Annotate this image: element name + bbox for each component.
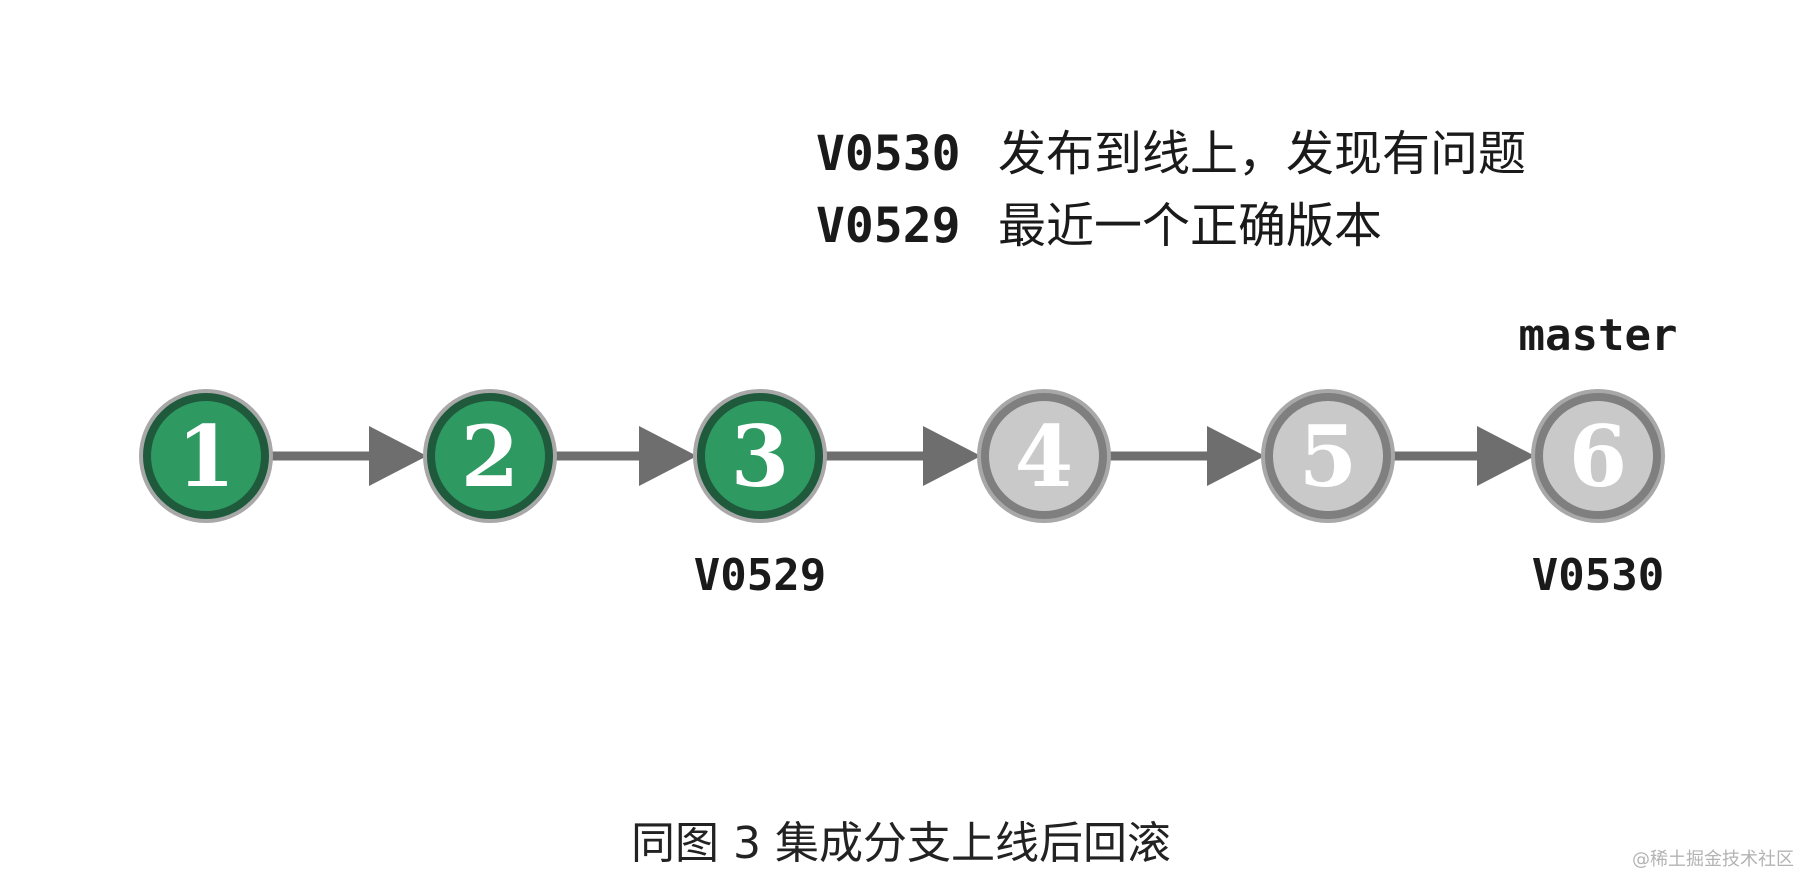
branch-label-master: master xyxy=(1519,310,1678,361)
arrow-3-to-4 xyxy=(823,426,981,486)
commit-circle xyxy=(697,393,823,519)
commit-circle xyxy=(1535,393,1661,519)
commit-circle xyxy=(981,393,1107,519)
commit-nodes: 1 2 3 4 5 6 xyxy=(139,389,1665,523)
arrow-head xyxy=(1477,426,1535,486)
commit-label: 1 xyxy=(177,407,235,506)
arrow-2-to-3 xyxy=(553,426,697,486)
arrow-head xyxy=(369,426,427,486)
arrow-1-to-2 xyxy=(269,426,427,486)
commit-circle xyxy=(143,393,269,519)
arrow-head xyxy=(1207,426,1265,486)
legend-tag-v0529: V0529 xyxy=(816,198,961,254)
arrow-head xyxy=(923,426,981,486)
commit-node-6: 6 xyxy=(1531,389,1665,523)
version-tag-v0530: V0530 xyxy=(1532,550,1664,601)
commit-node-5: 5 xyxy=(1261,389,1395,523)
commit-circle xyxy=(427,393,553,519)
commit-node-4: 4 xyxy=(977,389,1111,523)
legend-desc-v0530: 发布到线上，发现有问题 xyxy=(998,126,1526,182)
watermark: @稀土掘金技术社区 xyxy=(1632,849,1794,870)
version-tag-v0529: V0529 xyxy=(694,550,826,601)
commit-label: 6 xyxy=(1569,407,1627,506)
arrow-5-to-6 xyxy=(1391,426,1535,486)
figure-caption: 同图 3 集成分支上线后回滚 xyxy=(631,818,1171,869)
commit-node-3: 3 xyxy=(693,389,827,523)
commit-node-1: 1 xyxy=(139,389,273,523)
arrow-head xyxy=(639,426,697,486)
legend-tag-v0530: V0530 xyxy=(816,126,961,182)
commit-label: 5 xyxy=(1299,407,1357,506)
commit-label: 3 xyxy=(731,407,789,506)
commit-label: 2 xyxy=(461,407,519,506)
commit-circle xyxy=(1265,393,1391,519)
commit-node-2: 2 xyxy=(423,389,557,523)
commit-arrows xyxy=(269,426,1535,486)
legend: V0530 发布到线上，发现有问题 V0529 最近一个正确版本 xyxy=(816,126,1526,254)
legend-desc-v0529: 最近一个正确版本 xyxy=(998,198,1382,254)
arrow-4-to-5 xyxy=(1107,426,1265,486)
commit-label: 4 xyxy=(1015,407,1073,506)
